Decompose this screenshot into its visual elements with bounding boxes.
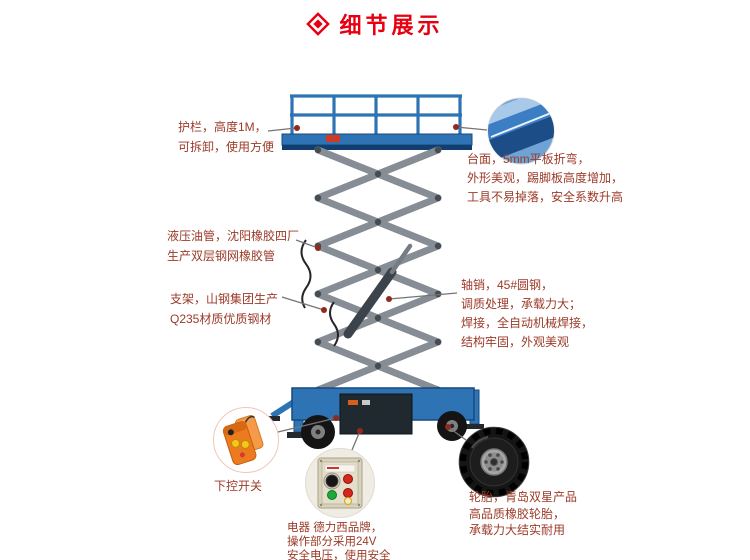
diamond-icon — [306, 12, 331, 36]
platform-detail-photo — [487, 97, 555, 165]
control-box-icon — [305, 448, 375, 518]
annotation-lower-control-switch: 下控开关 — [214, 479, 263, 493]
hydraulic-cylinder — [343, 243, 413, 339]
annotation-hydraulic-hose: 液压油管，沈阳橡胶四厂 生产双层钢网橡胶管 — [167, 229, 300, 263]
annotation-tire: 轮胎，青岛双星产品 高品质橡胶轮胎， 承载力大结实耐用 — [469, 490, 578, 537]
wheel-left — [301, 415, 335, 449]
tire-photo — [458, 426, 530, 498]
annotation-guardrail: 护栏，高度1M， 可拆卸，使用方便 — [178, 120, 275, 154]
annotation-bracket: 支架，山钢集团生产 Q235材质优质钢材 — [170, 292, 279, 326]
platform-edge-closeup-icon — [487, 97, 555, 165]
page-header: 细节展示 — [0, 8, 750, 40]
tire-icon — [458, 426, 530, 498]
remote-control-icon — [213, 407, 279, 473]
remote-control-photo — [213, 407, 279, 473]
scissor-pins — [314, 146, 442, 394]
guardrail — [290, 94, 462, 134]
annotation-platform: 台面，5mm平板折弯， 外形美观，踢脚板高度增加， 工具不易掉落，安全系数升高 — [467, 152, 624, 204]
platform-deck — [281, 133, 473, 150]
page-title: 细节展示 — [339, 13, 444, 38]
annotation-electric-parts: 电器 德力西品牌， 操作部分采用24V 安全电压，使用安全 — [287, 522, 391, 560]
annotation-axle-pin: 轴销，45#圆钢， 调质处理，承载力大； 焊接，全自动机械焊接， 结构牢固，外观… — [461, 278, 594, 349]
control-box-photo — [305, 448, 375, 518]
